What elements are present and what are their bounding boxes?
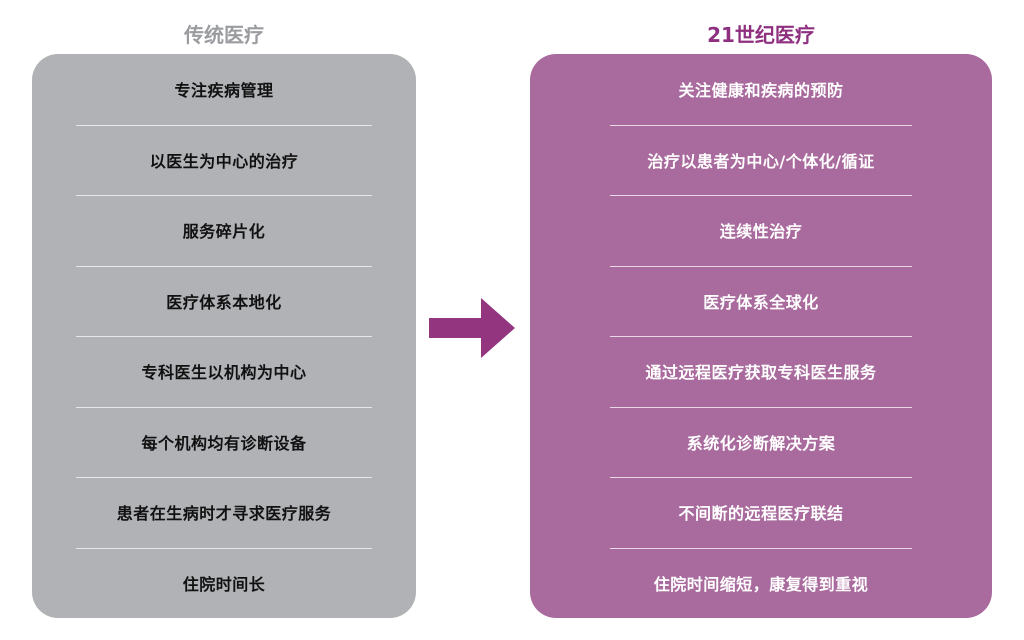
traditional-item: 服务碎片化 — [32, 195, 416, 266]
right-arrow-icon — [429, 298, 515, 358]
traditional-item: 专注疾病管理 — [174, 81, 274, 101]
arrow-shape — [429, 298, 515, 358]
traditional-item: 以医生为中心的治疗 — [32, 124, 416, 196]
modern-item: 住院时间缩短，康复得到重视 — [530, 547, 992, 619]
traditional-care-title: 传统医疗 — [184, 23, 264, 47]
modern-item: 连续性治疗 — [530, 195, 992, 266]
modern-item: 通过远程医疗获取专科医生服务 — [530, 336, 992, 407]
modern-care-title: 21世纪医疗 — [707, 23, 815, 47]
traditional-item: 住院时间长 — [32, 547, 416, 619]
modern-care-panel: 关注健康和疾病的预防 治疗以患者为中心/个体化/循证 连续性治疗 医疗体系全球化… — [530, 54, 992, 618]
traditional-care-panel: 专注疾病管理 以医生为中心的治疗 服务碎片化 医疗体系本地化 专科医生以机构为中… — [32, 54, 416, 618]
traditional-item: 患者在生病时才寻求医疗服务 — [32, 477, 416, 548]
traditional-item: 专科医生以机构为中心 — [32, 336, 416, 407]
modern-item: 系统化诊断解决方案 — [530, 406, 992, 478]
traditional-item: 医疗体系本地化 — [32, 265, 416, 337]
traditional-item: 每个机构均有诊断设备 — [32, 406, 416, 478]
modern-item: 医疗体系全球化 — [530, 265, 992, 337]
modern-item: 不间断的远程医疗联结 — [530, 477, 992, 548]
modern-item: 治疗以患者为中心/个体化/循证 — [530, 124, 992, 196]
modern-item: 关注健康和疾病的预防 — [678, 81, 844, 101]
